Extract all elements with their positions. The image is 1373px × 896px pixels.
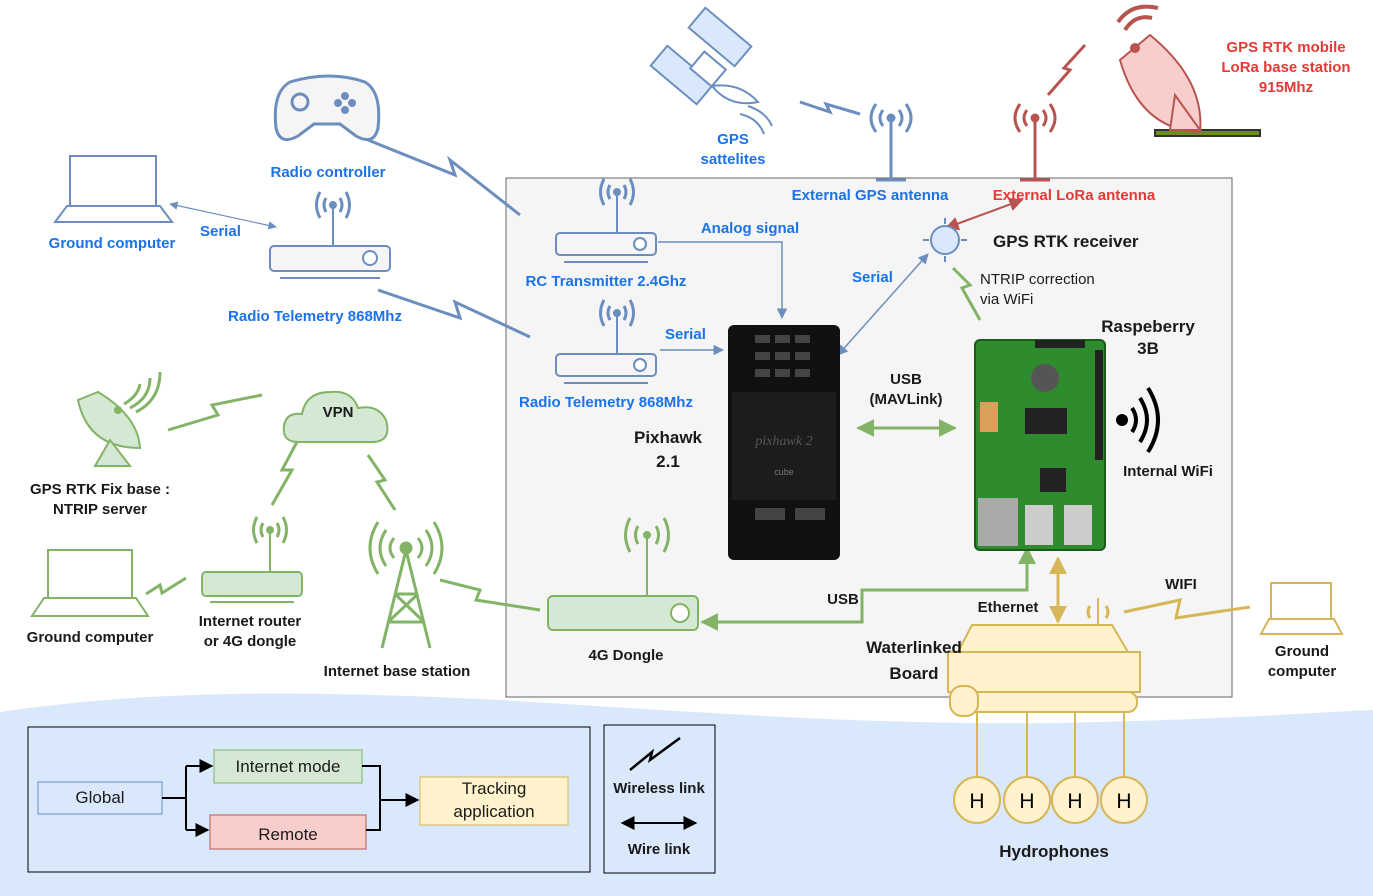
lora-base-station-label: GPS RTK mobile LoRa base station 915Mhz	[1221, 39, 1351, 96]
raspberry-label: Raspeberry 3B	[1101, 317, 1195, 358]
radio-telemetry-ground-icon	[269, 191, 391, 279]
ground-computer-top-label: Ground computer	[48, 235, 176, 252]
serial-left-label: Serial	[200, 223, 241, 240]
pixhawk-cube-text: cube	[774, 467, 794, 477]
gps-rtk-receiver-label: GPS RTK receiver	[993, 232, 1139, 251]
internet-router-icon	[201, 516, 303, 603]
ground-computer-left-label: Ground computer	[26, 629, 154, 646]
ground-computer-right-icon	[1259, 582, 1344, 635]
vpn-label: VPN	[322, 404, 354, 421]
legend-wire-link-label: Wire link	[627, 841, 691, 858]
internal-wifi-icon	[1116, 386, 1160, 454]
vpn-cloud-icon	[282, 390, 389, 443]
wire-link	[169, 201, 277, 230]
4g-dongle-label: 4G Dongle	[588, 647, 664, 664]
wire-link	[658, 241, 788, 320]
legend-tracking-box	[419, 776, 569, 826]
hydrophones-label: Hydrophones	[999, 842, 1109, 861]
internet-base-station-label: Internet base station	[323, 663, 471, 680]
internet-base-station-icon	[368, 521, 444, 649]
lora-base-station-dish-icon	[1116, 4, 1261, 137]
hydrophone-label: H	[969, 790, 984, 813]
hydrophone	[1051, 776, 1099, 824]
mode-legend-box	[27, 726, 591, 873]
pixhawk-brand-text: pixhawk 2	[754, 434, 812, 449]
hydrophone-label: H	[1019, 790, 1034, 813]
legend-remote-box	[209, 814, 367, 850]
gps-rtk-fix-base-dish-icon	[76, 371, 162, 467]
gps-rtk-fix-base-label: GPS RTK Fix base : NTRIP server	[29, 481, 171, 518]
usb-mavlink-label: USB (MAVLink)	[869, 371, 943, 408]
radio-telemetry-onboard-icon	[555, 299, 657, 384]
wireless-link	[145, 43, 1251, 620]
hydrophone-wires	[976, 712, 1125, 780]
external-lora-antenna-icon	[1013, 103, 1057, 182]
ground-computer-right-label: Ground computer	[1267, 643, 1337, 680]
analog-signal-label: Analog signal	[700, 220, 800, 237]
hydrophone-label: H	[1067, 790, 1082, 813]
external-lora-antenna-label: External LoRa antenna	[992, 187, 1156, 204]
usb-dongle-label: USB	[827, 591, 859, 608]
radio-telemetry-onboard-label: Radio Telemetry 868Mhz	[519, 394, 693, 411]
gps-rtk-receiver-icon	[923, 218, 967, 262]
internal-wifi-label: Internal WiFi	[1123, 463, 1213, 480]
hydrophones-icon	[953, 776, 1148, 824]
gps-satellites-label: GPS sattelites	[700, 131, 766, 168]
legend-global-label: Global	[75, 788, 125, 807]
wire-link	[837, 253, 929, 356]
waterlinked-board-icon	[947, 598, 1141, 717]
radio-controller-icon	[273, 74, 381, 142]
ground-computer-left-icon	[30, 549, 150, 617]
legend-flow-arrows	[162, 759, 420, 837]
legend-wireless-link-label: Wireless link	[613, 780, 705, 797]
hydrophone	[1100, 776, 1148, 824]
legend-wireless-link-icon	[629, 736, 681, 771]
pixhawk-board-icon: pixhawk 2 cube	[728, 325, 840, 560]
link-legend-box	[603, 724, 716, 874]
pixhawk-label: Pixhawk 2.1	[633, 428, 703, 471]
wire-link	[700, 546, 1036, 631]
satellite-icon	[649, 6, 773, 135]
rc-transmitter-label: RC Transmitter 2.4Ghz	[525, 273, 687, 290]
internet-router-label: Internet router or 4G dongle	[198, 613, 302, 650]
hydrophone	[953, 776, 1001, 824]
legend-tracking-label: Tracking application	[453, 779, 535, 821]
serial-gps-label: Serial	[852, 269, 893, 286]
external-gps-antenna-icon	[869, 103, 913, 182]
hydrophone	[1003, 776, 1051, 824]
rc-transmitter-icon	[555, 178, 657, 263]
4g-dongle-icon	[547, 517, 699, 631]
external-gps-antenna-label: External GPS antenna	[791, 187, 949, 204]
radio-controller-label: Radio controller	[270, 164, 386, 181]
legend-remote-label: Remote	[258, 825, 318, 844]
wifi-label: WIFI	[1165, 576, 1197, 593]
waterlinked-label: Waterlinked Board	[866, 638, 962, 683]
ntrip-correction-label: NTRIP correction via WiFi	[980, 271, 1095, 308]
hydrophone-label: H	[1116, 790, 1131, 813]
radio-telemetry-ground-label: Radio Telemetry 868Mhz	[228, 308, 402, 325]
ethernet-label: Ethernet	[977, 599, 1039, 616]
serial-telemetry-label: Serial	[665, 326, 706, 343]
ground-computer-top-icon	[53, 155, 174, 223]
raspberry-pi-board-icon	[974, 339, 1106, 551]
wire-link	[944, 197, 1024, 231]
legend-internet-mode-label: Internet mode	[235, 757, 341, 776]
legend-internet-mode-box	[213, 749, 363, 784]
legend-global-box	[37, 781, 163, 815]
